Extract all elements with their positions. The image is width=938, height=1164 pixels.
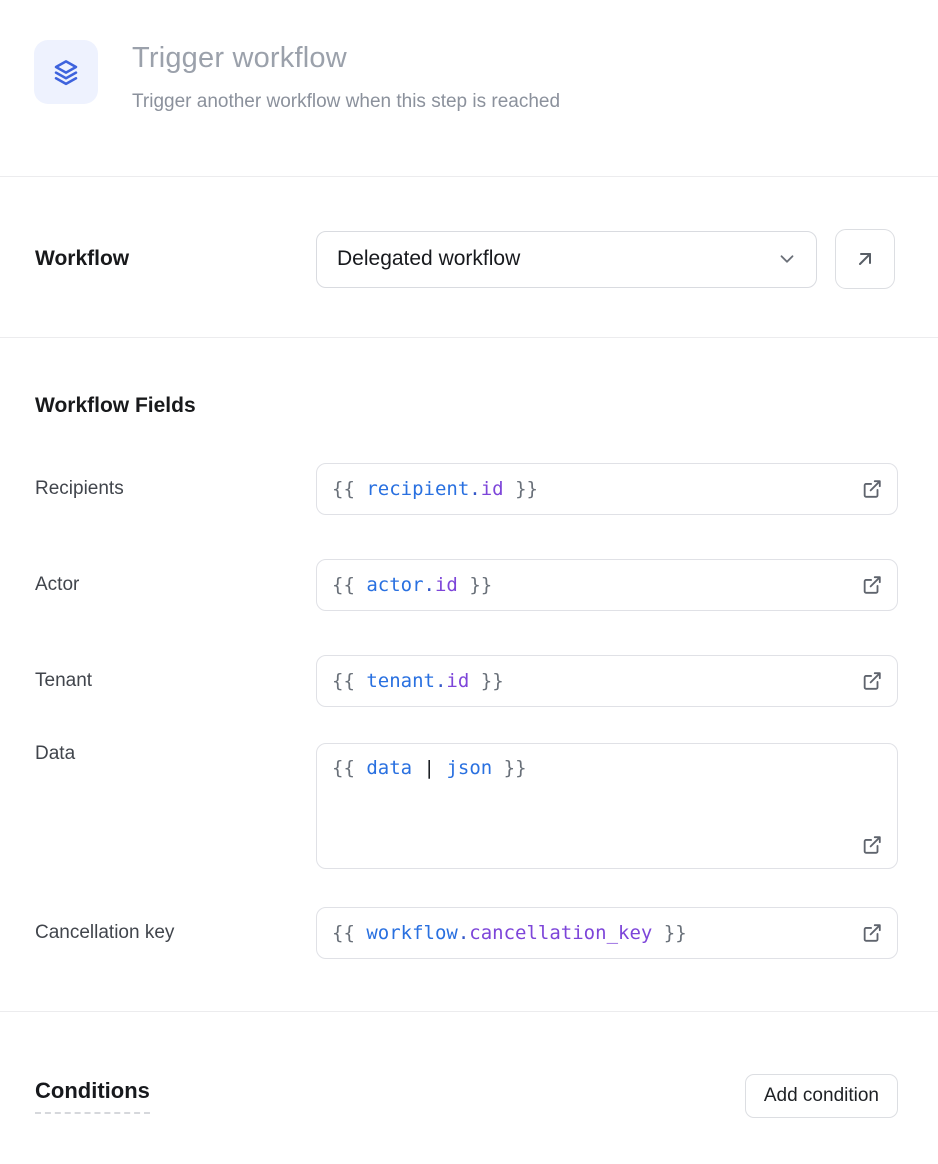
layers-icon	[51, 57, 81, 87]
chevron-down-icon	[776, 248, 798, 270]
workflow-select[interactable]: Delegated workflow	[316, 230, 817, 288]
data-code: {{ data | json }}	[332, 757, 527, 779]
field-row-cancellation-key: Cancellation key {{ workflow.cancellatio…	[35, 907, 898, 959]
step-icon-box	[34, 40, 98, 104]
field-label: Actor	[35, 574, 80, 595]
workflow-select-value: Delegated workflow	[337, 247, 521, 270]
open-workflow-button[interactable]	[835, 229, 895, 289]
cancellation-key-input[interactable]: {{ workflow.cancellation_key }}	[316, 907, 898, 959]
step-header: Trigger workflow Trigger another workflo…	[0, 0, 938, 177]
workflow-label: Workflow	[35, 247, 130, 270]
field-row-data: Data {{ data | json }}	[35, 743, 898, 869]
conditions-section: Conditions Add condition	[0, 1012, 938, 1118]
workflow-fields-section: Workflow Fields Recipients {{ recipient.…	[0, 338, 938, 1012]
workflow-select-section: Workflow Delegated workflow	[0, 177, 938, 338]
field-row-recipients: Recipients {{ recipient.id }}	[35, 463, 898, 515]
external-link-icon[interactable]	[861, 834, 883, 856]
field-label: Data	[35, 743, 76, 764]
field-label: Cancellation key	[35, 922, 175, 943]
external-link-icon[interactable]	[861, 574, 883, 596]
data-textarea[interactable]: {{ data | json }}	[316, 743, 898, 869]
external-link-icon[interactable]	[861, 670, 883, 692]
conditions-heading: Conditions	[35, 1078, 150, 1114]
actor-code: {{ actor.id }}	[332, 574, 493, 596]
cancellation-key-code: {{ workflow.cancellation_key }}	[332, 922, 687, 944]
external-link-icon[interactable]	[861, 478, 883, 500]
recipients-input[interactable]: {{ recipient.id }}	[316, 463, 898, 515]
page-title: Trigger workflow	[132, 42, 347, 74]
field-label: Recipients	[35, 478, 124, 499]
field-label: Tenant	[35, 670, 93, 691]
arrow-up-right-icon	[853, 247, 877, 271]
external-link-icon[interactable]	[861, 922, 883, 944]
page-subtitle: Trigger another workflow when this step …	[132, 91, 561, 112]
actor-input[interactable]: {{ actor.id }}	[316, 559, 898, 611]
add-condition-button[interactable]: Add condition	[744, 1074, 898, 1118]
field-row-actor: Actor {{ actor.id }}	[35, 559, 898, 611]
tenant-input[interactable]: {{ tenant.id }}	[316, 655, 898, 707]
workflow-fields-heading: Workflow Fields	[35, 394, 196, 417]
tenant-code: {{ tenant.id }}	[332, 670, 504, 692]
field-row-tenant: Tenant {{ tenant.id }}	[35, 655, 898, 707]
recipients-code: {{ recipient.id }}	[332, 478, 538, 500]
